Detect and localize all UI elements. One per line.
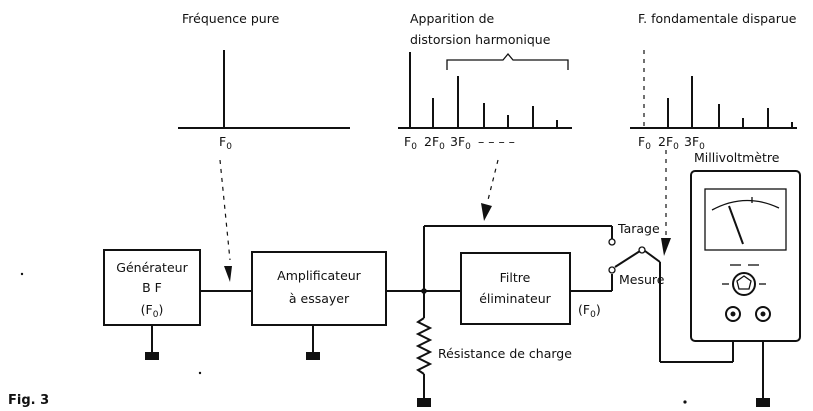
arrow-head-into-mesure-wire xyxy=(661,238,671,256)
tarage-label: Tarage xyxy=(617,221,660,236)
millivoltmeter: Millivoltmètre xyxy=(690,150,801,342)
meter-needle xyxy=(728,205,744,245)
filtered-f0-label: F0 xyxy=(638,134,651,152)
amplifier-label-1: Amplificateur xyxy=(277,268,362,283)
input-terminal-signal-center xyxy=(730,311,736,317)
generator-block: Générateur B F (F0) xyxy=(103,249,201,326)
arrow-head-into-generator-line xyxy=(224,266,232,282)
filtered-3f0-label: 3F0 xyxy=(684,134,705,152)
spectrum-distortion-title-2: distorsion harmonique xyxy=(410,32,551,47)
figure-label: Fig. 3 xyxy=(8,393,49,408)
millivoltmeter-label: Millivoltmètre xyxy=(694,150,780,165)
harmonics-brace xyxy=(446,52,569,70)
switch-blade xyxy=(614,250,641,268)
filter-box xyxy=(460,252,571,325)
generator-label-1: Générateur xyxy=(116,260,188,275)
spectrum-pure: Fréquence pure F0 xyxy=(178,11,350,282)
generator-label-2: B F xyxy=(142,280,162,295)
distortion-f0-label: F0 xyxy=(404,134,417,152)
amplifier-box xyxy=(251,251,387,326)
distortion-dashes: – – – – xyxy=(478,134,515,149)
filtered-2f0-label: 2F0 xyxy=(658,134,679,152)
meter-scale-arc xyxy=(711,199,780,211)
spectrum-pure-title: Fréquence pure xyxy=(182,11,280,26)
switch-pivot xyxy=(638,246,646,254)
load-resistor-symbol xyxy=(415,317,433,375)
spectrum-distortion-title-1: Apparition de xyxy=(410,11,495,26)
scan-speck xyxy=(198,371,202,375)
filter-label-1: Filtre xyxy=(500,270,531,285)
load-resistor-label: Résistance de charge xyxy=(438,346,572,361)
spectrum-filtered: F. fondamentale disparue F0 2F0 3F0 xyxy=(630,11,797,256)
input-terminal-ground xyxy=(755,306,771,322)
input-terminal-ground-center xyxy=(760,311,766,317)
spectrum-distortion-dashed-leader xyxy=(487,159,499,201)
ground-icon-amplifier xyxy=(306,352,320,360)
generator-box xyxy=(103,249,201,326)
mesure-label: Mesure xyxy=(619,272,665,287)
scan-speck xyxy=(20,272,24,276)
range-knob-pointer-icon xyxy=(736,275,752,290)
spectrum-distortion: Apparition de distorsion harmonique F0 2… xyxy=(398,11,572,221)
arrow-head-into-top-wire xyxy=(481,203,492,221)
mesure-contact xyxy=(608,266,616,274)
ground-icon-resistor xyxy=(417,398,431,407)
input-terminal-signal xyxy=(725,306,741,322)
filter-block: Filtre éliminateur xyxy=(460,252,571,325)
distortion-2f0-label: 2F0 xyxy=(424,134,445,152)
distortion-3f0-label: 3F0 xyxy=(450,134,471,152)
spectrum-pure-dashed-leader xyxy=(219,159,231,261)
filter-output-f0-label: (F0) xyxy=(578,302,601,320)
filter-label-2: éliminateur xyxy=(479,291,551,306)
range-selector-knob xyxy=(732,272,756,296)
generator-label-3: (F0) xyxy=(141,302,164,320)
wire-switch-out xyxy=(644,250,661,263)
ground-icon-meter xyxy=(756,398,770,407)
wiring xyxy=(145,225,770,407)
ground-icon-generator xyxy=(145,352,159,360)
spectrum-pure-f0-label: F0 xyxy=(219,134,232,152)
meter-dial-window xyxy=(704,188,787,251)
spectrum-filtered-title: F. fondamentale disparue xyxy=(638,11,797,26)
amplifier-block: Amplificateur à essayer xyxy=(251,251,387,326)
millivoltmeter-case xyxy=(690,170,801,342)
tarage-contact xyxy=(608,238,616,246)
scan-speck xyxy=(683,400,687,404)
amplifier-label-2: à essayer xyxy=(289,291,350,306)
